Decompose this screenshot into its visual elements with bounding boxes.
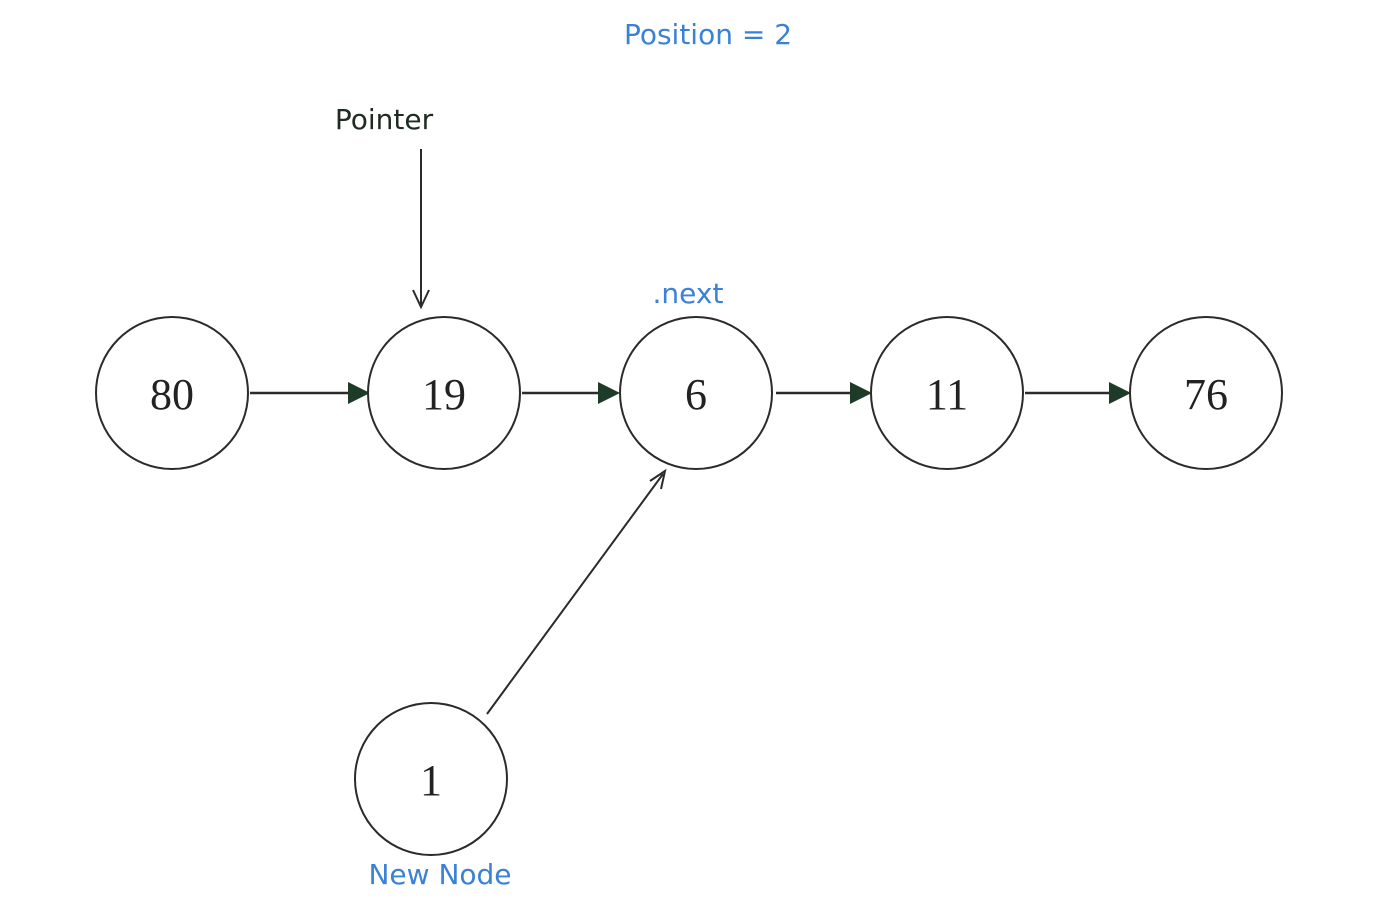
link-arrow-19-6 [522,382,620,404]
link-arrow-11-76 [1025,382,1131,404]
list-node: 11 [870,316,1024,470]
list-node: 6 [619,316,773,470]
node-value: 80 [150,370,194,419]
node-value: 76 [1184,370,1228,419]
pointer-label: Pointer [335,103,434,136]
node-value: 19 [422,370,466,419]
list-node: 76 [1129,316,1283,470]
pointer-arrow [412,149,430,310]
new-node-link-arrow [486,468,667,715]
new-node-value: 1 [420,756,442,805]
list-node: 80 [95,316,249,470]
new-node: 1 [354,702,508,856]
link-arrow-6-11 [776,382,872,404]
link-arrow-80-19 [250,382,370,404]
node-value: 11 [926,370,968,419]
position-label: Position = 2 [624,18,792,51]
node-value: 6 [685,370,707,419]
next-label: .next [653,277,724,310]
list-node: 19 [367,316,521,470]
new-node-label: New Node [368,858,511,891]
